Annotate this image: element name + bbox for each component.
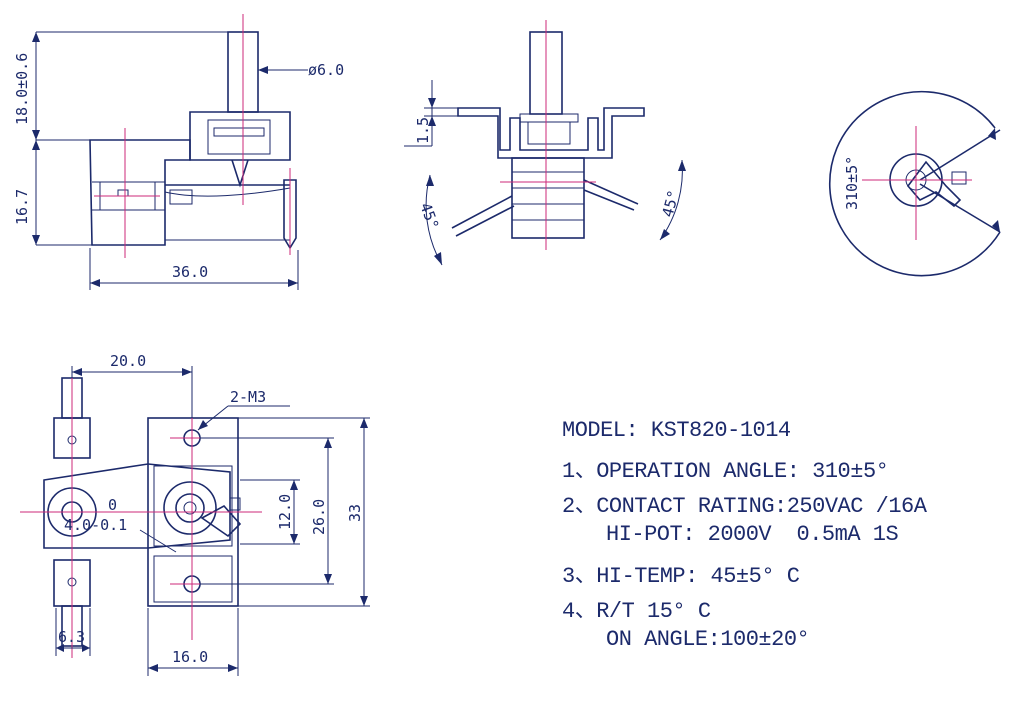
dim-hole-dia: 4.0-0.1 xyxy=(64,516,127,534)
dim-width-16: 16.0 xyxy=(172,648,208,666)
dim-width-6-3: 6.3 xyxy=(58,628,85,646)
dim-angle-left: 45° xyxy=(416,200,442,232)
dim-hole-tol-top: 0 xyxy=(108,496,117,514)
dim-width-20: 20.0 xyxy=(110,352,146,370)
spec-hi-pot: HI-POT: 2000V 0.5mA 1S xyxy=(606,522,899,547)
spec-model: MODEL: KST820-1014 xyxy=(562,418,791,443)
dim-flange: 1.5 xyxy=(414,117,432,144)
dim-height-12: 12.0 xyxy=(276,494,294,530)
dim-height-16: 16.7 xyxy=(13,189,31,225)
spec-on-angle: ON ANGLE:100±20° xyxy=(606,627,810,652)
dim-width-36: 36.0 xyxy=(172,263,208,281)
dim-rotation: 310±5° xyxy=(843,156,861,210)
spec-operation-angle: 1、OPERATION ANGLE: 310±5° xyxy=(562,459,889,484)
dim-angle-right: 45° xyxy=(658,188,682,219)
side-view: 18.0±0.6 16.7 36.0 ø6.0 xyxy=(13,14,344,290)
dim-height-18: 18.0±0.6 xyxy=(13,53,31,125)
dim-screw: 2-M3 xyxy=(230,388,266,406)
spec-hi-temp: 3、HI-TEMP: 45±5° C xyxy=(562,564,800,589)
spec-contact-rating: 2、CONTACT RATING:250VAC /16A xyxy=(562,494,927,519)
dim-height-33: 33 xyxy=(346,504,364,522)
dim-shaft-dia: ø6.0 xyxy=(308,61,344,79)
front-view: 1.5 45° 45° xyxy=(404,20,686,266)
bottom-view: 20.0 2-M3 0 4.0-0.1 12.0 26.0 33 xyxy=(20,352,370,676)
spec-rt: 4、R/T 15° C xyxy=(562,599,711,624)
dim-height-26: 26.0 xyxy=(310,499,328,535)
rotation-view: 310±5° xyxy=(828,90,1001,277)
